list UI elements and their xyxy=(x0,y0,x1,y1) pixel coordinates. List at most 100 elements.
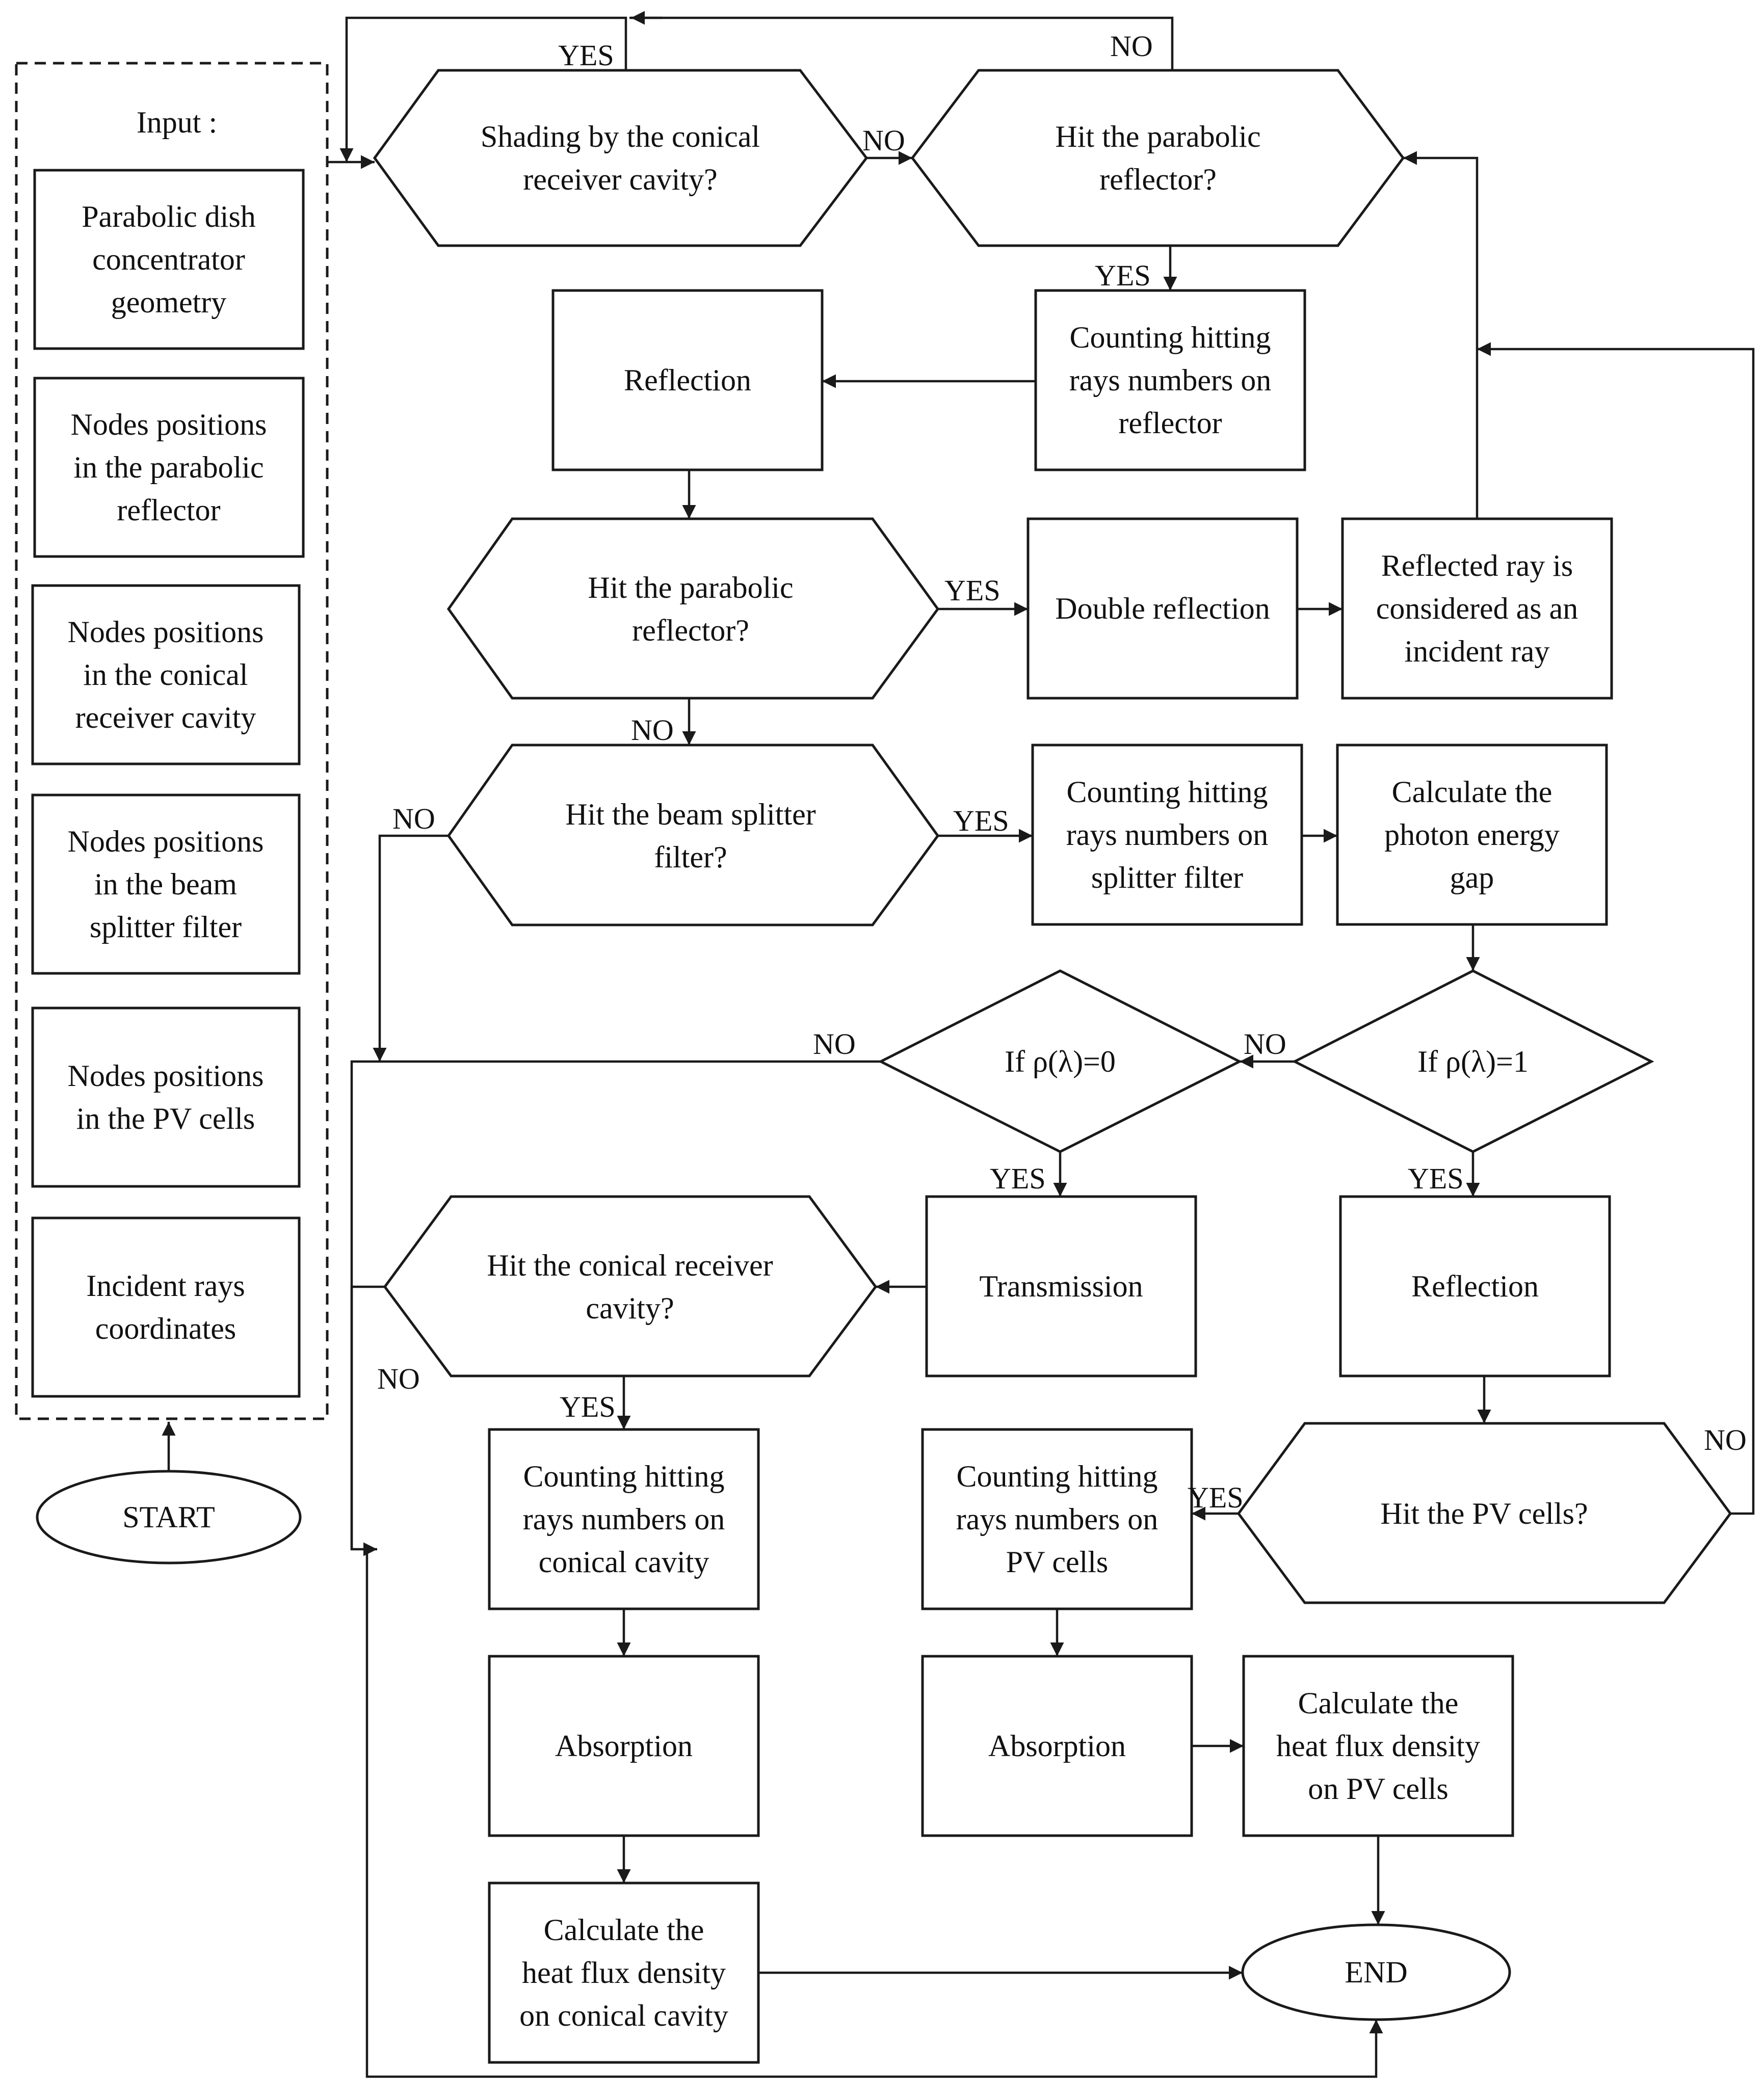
end-terminal: END xyxy=(1241,1923,1511,2021)
arrow-reflector1-no-loop xyxy=(629,16,1174,70)
text-line: receiver cavity? xyxy=(523,163,717,196)
label-no-shading: NO xyxy=(862,124,905,157)
text-line: reflector xyxy=(1118,406,1222,440)
text-line: If ρ(λ)=0 xyxy=(1005,1045,1116,1078)
process-absorption-pv: Absorption xyxy=(921,1655,1193,1837)
text-line: Nodes positions xyxy=(67,615,264,649)
process-reflection-2: Reflection xyxy=(1339,1195,1611,1377)
branch-labels: YES NO NO YES YES NO NO YES NO NO YES YE… xyxy=(377,30,1747,1514)
text-line: splitter filter xyxy=(90,910,242,944)
text-line: heat flux density xyxy=(522,1956,726,1990)
text-line: rays numbers on xyxy=(523,1502,725,1536)
arrow-pv-no-loop xyxy=(1477,342,1755,1515)
text-line: reflector? xyxy=(1099,163,1217,196)
text-line: Nodes positions xyxy=(70,408,267,441)
text-line: conical cavity xyxy=(539,1545,709,1579)
label-no-rho1: NO xyxy=(1244,1027,1286,1061)
text-line: Counting hitting xyxy=(956,1460,1157,1493)
text-line: gap xyxy=(1450,861,1494,894)
start-label: START xyxy=(122,1500,215,1534)
text-line: Nodes positions xyxy=(67,1059,264,1093)
text-line: rays numbers on xyxy=(956,1502,1159,1536)
input-filter-nodes-label: Nodes positions in the beam splitter filte… xyxy=(67,825,264,944)
text-line: reflector? xyxy=(632,614,749,647)
label-no-filter: NO xyxy=(392,802,435,835)
text-line: rays numbers on xyxy=(1069,363,1272,397)
text-line: Incident rays xyxy=(86,1269,245,1303)
decision-hit-reflector-1-label: Hit the parabolic reflector? xyxy=(1055,120,1260,196)
text-line: in the conical xyxy=(83,658,248,692)
process-count-filter-label: Counting hitting rays numbers on splitter … xyxy=(1066,775,1269,894)
text-line: Calculate the xyxy=(1392,775,1552,809)
process-photon-gap: Calculate the photon energy gap xyxy=(1336,744,1608,926)
arrow-filter-no xyxy=(373,834,449,1062)
label-no-pv: NO xyxy=(1704,1423,1747,1456)
label-no-rho0: NO xyxy=(813,1027,856,1061)
label-no-cavity: NO xyxy=(377,1362,420,1395)
text-line: splitter filter xyxy=(1091,861,1243,894)
process-transmission-label: Transmission xyxy=(979,1269,1143,1303)
decision-rho-one-label: If ρ(λ)=1 xyxy=(1417,1045,1529,1078)
label-yes-reflector1: YES xyxy=(1095,259,1151,292)
text-line: Absorption xyxy=(988,1729,1126,1763)
process-reflection-1-label: Reflection xyxy=(624,363,751,397)
decision-hit-reflector-1: Hit the parabolic reflector? xyxy=(910,69,1405,247)
process-reflection-2-label: Reflection xyxy=(1411,1269,1539,1303)
decision-hit-pv: Hit the PV cells? xyxy=(1236,1422,1732,1604)
text-line: filter? xyxy=(654,840,727,874)
label-no-top: NO xyxy=(1110,30,1153,63)
label-yes-pv: YES xyxy=(1188,1481,1244,1514)
decision-hit-filter-label: Hit the beam splitter filter? xyxy=(565,798,816,874)
start-terminal: START xyxy=(36,1470,302,1565)
connectors xyxy=(162,11,1755,2078)
text-line: in the parabolic xyxy=(73,450,264,484)
decision-hit-pv-label: Hit the PV cells? xyxy=(1380,1497,1588,1530)
decision-rho-zero: If ρ(λ)=0 xyxy=(878,969,1243,1153)
label-no-hit2: NO xyxy=(631,713,674,747)
process-transmission: Transmission xyxy=(925,1195,1197,1377)
text-line: in the beam xyxy=(94,867,237,901)
text-line: Hit the parabolic xyxy=(1055,120,1260,153)
text-line: Nodes positions xyxy=(67,825,264,858)
text-line: rays numbers on xyxy=(1066,818,1269,852)
text-line: END xyxy=(1345,1955,1407,1989)
text-line: Counting hitting xyxy=(1066,775,1268,809)
end-label: END xyxy=(1345,1955,1407,1989)
arrow-shading-yes-loop xyxy=(339,16,627,162)
text-line: Hit the beam splitter xyxy=(565,798,816,831)
text-line: concentrator xyxy=(92,243,245,276)
text-line: Hit the PV cells? xyxy=(1380,1497,1588,1530)
process-double-reflection-label: Double reflection xyxy=(1055,592,1270,625)
text-line: photon energy xyxy=(1384,818,1560,852)
text-line: Absorption xyxy=(555,1729,693,1763)
process-double-reflection: Double reflection xyxy=(1026,517,1299,700)
text-line: Double reflection xyxy=(1055,592,1270,625)
label-yes-cavity: YES xyxy=(560,1390,616,1423)
label-yes-shading: YES xyxy=(558,39,614,72)
decision-rho-one: If ρ(λ)=1 xyxy=(1292,969,1654,1153)
process-absorption-cavity-label: Absorption xyxy=(555,1729,693,1763)
text-line: geometry xyxy=(111,285,227,319)
text-line: Transmission xyxy=(979,1269,1143,1303)
text-line: cavity? xyxy=(586,1291,674,1325)
process-absorption-pv-label: Absorption xyxy=(988,1729,1126,1763)
text-line: heat flux density xyxy=(1276,1729,1480,1763)
